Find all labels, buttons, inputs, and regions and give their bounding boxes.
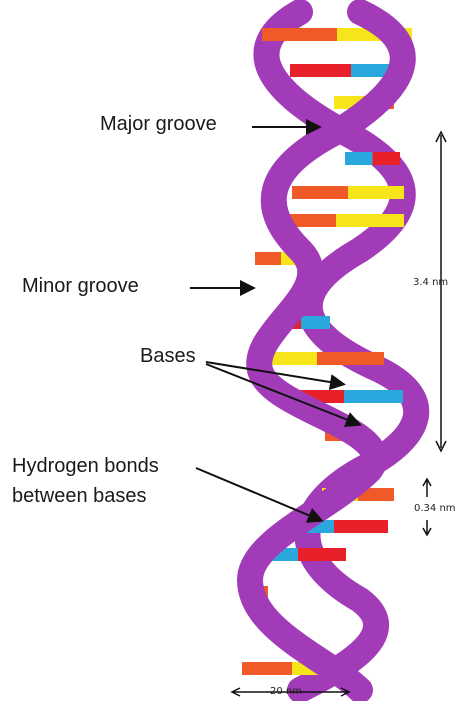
base-yellow-5-1	[336, 214, 404, 227]
base-red-13-1	[298, 548, 346, 561]
base-red-12-1	[334, 520, 388, 533]
pitch-label: 3.4 nm	[413, 277, 448, 289]
base-red-1-0	[290, 64, 351, 77]
rise-label: 0.34 nm	[414, 503, 456, 515]
backbone-strand-back	[266, 12, 416, 690]
base-orange-0-0	[262, 28, 337, 41]
width-label: 20 nm	[270, 686, 302, 698]
base-orange-8-1	[317, 352, 384, 365]
minor-groove-label: Minor groove	[22, 274, 139, 298]
hydrogen-bonds-label-line1: Hydrogen bonds	[12, 454, 159, 478]
base-orange-6-0	[255, 252, 281, 265]
base-blue-9-1	[344, 390, 403, 403]
base-blue-3-0	[345, 152, 373, 165]
base-red-3-1	[373, 152, 401, 165]
hydrogen-bonds-label-line2: between bases	[12, 484, 147, 508]
bases-label: Bases	[140, 344, 196, 368]
base-orange-15-0	[242, 662, 292, 675]
base-blue-7-1	[301, 316, 330, 329]
major-groove-label: Major groove	[100, 112, 217, 136]
hydrogen-bonds-arrow	[196, 468, 320, 520]
base-orange-4-0	[292, 186, 348, 199]
base-yellow-4-1	[348, 186, 404, 199]
